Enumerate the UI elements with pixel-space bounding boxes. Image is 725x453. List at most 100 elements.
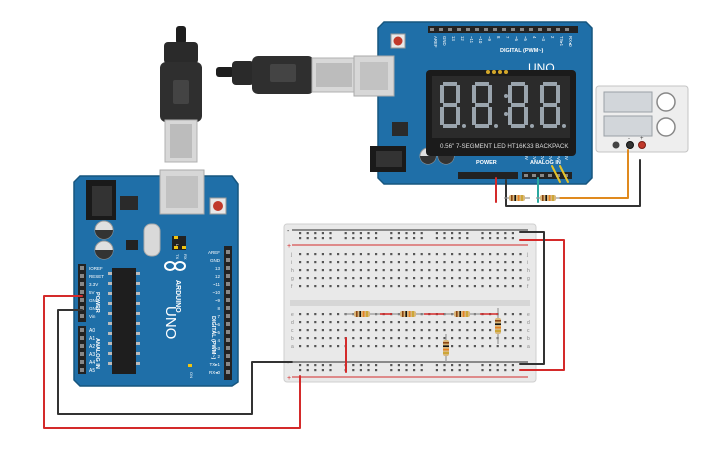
digital-pin-label-top: ~3 [541, 36, 546, 42]
analog-pin-hole-top[interactable] [548, 174, 552, 177]
analog-pin-hole[interactable] [80, 344, 84, 348]
analog-pin-hole-top[interactable] [524, 174, 528, 177]
digital-pin-hole-top[interactable] [538, 28, 542, 31]
display-digit [540, 82, 566, 128]
digital-pin-hole[interactable] [226, 370, 230, 374]
digital-pin-hole-top[interactable] [529, 28, 533, 31]
terminal-positive-label: + [640, 136, 644, 142]
digital-pin-hole-top[interactable] [565, 28, 569, 31]
voltage-knob[interactable] [656, 92, 676, 112]
digital-pin-hole[interactable] [226, 306, 230, 310]
digital-pin-label: ~3 [215, 346, 221, 351]
resistor-2[interactable] [392, 311, 424, 317]
wire-supply-positive[interactable] [559, 149, 629, 199]
analog-pin-hole[interactable] [80, 328, 84, 332]
analog-pin-label-top: A3 [548, 154, 553, 160]
analog-pin-label-top: A5 [564, 154, 569, 160]
row-letter: d [291, 320, 294, 326]
led-label: RX [183, 254, 188, 260]
power-pin-hole[interactable] [80, 266, 84, 270]
terminal-positive[interactable] [638, 141, 646, 149]
resistor-1[interactable] [344, 311, 380, 317]
usb-cable-horizontal[interactable] [216, 56, 357, 94]
digital-pin-hole-top[interactable] [502, 28, 506, 31]
wire-rail-red-right[interactable] [519, 239, 565, 371]
digital-pin-hole[interactable] [226, 330, 230, 334]
row-letter: h [527, 268, 530, 274]
analog-pin-hole-top[interactable] [540, 174, 544, 177]
analog-pin-hole[interactable] [80, 336, 84, 340]
wire-analog-yellow-2[interactable] [559, 165, 569, 183]
display-caption: 0.56" 7-SEGMENT LED HT16K33 BACKPACK [440, 143, 569, 150]
digital-pin-hole[interactable] [226, 346, 230, 350]
digital-pin-hole-top[interactable] [439, 28, 443, 31]
analog-pin-label: A2 [89, 344, 95, 350]
wire-5v-red[interactable] [43, 295, 301, 429]
row-letter: i [291, 260, 292, 266]
power-pin-hole[interactable] [80, 290, 84, 294]
current-knob[interactable] [656, 117, 676, 137]
analog-pin-hole[interactable] [80, 368, 84, 372]
digital-pin-hole[interactable] [226, 322, 230, 326]
power-pin-hole[interactable] [80, 274, 84, 278]
wire-gnd-black[interactable] [57, 309, 293, 415]
microcontroller-left [112, 268, 136, 374]
analog-pin-label-top: A1 [532, 154, 537, 160]
digital-pin-hole[interactable] [226, 274, 230, 278]
digital-pin-hole[interactable] [226, 338, 230, 342]
wire-analog-yellow-1[interactable] [551, 165, 561, 183]
analog-pin-hole-top[interactable] [532, 174, 536, 177]
digital-pin-hole-top[interactable] [457, 28, 461, 31]
digital-pin-hole-top[interactable] [430, 28, 434, 31]
digital-pin-hole[interactable] [226, 362, 230, 366]
row-letter: b [291, 336, 294, 342]
resistor-top-1[interactable] [504, 195, 530, 201]
digital-pin-hole-top[interactable] [493, 28, 497, 31]
digital-pin-hole-top[interactable] [556, 28, 560, 31]
digital-pin-hole-top[interactable] [475, 28, 479, 31]
dc-power-supply[interactable]: - + [595, 85, 689, 153]
analog-pin-label-top: A0 [524, 154, 529, 160]
row-letter: e [527, 312, 530, 318]
digital-pin-hole[interactable] [226, 354, 230, 358]
digital-pin-hole[interactable] [226, 290, 230, 294]
digital-pin-hole-top[interactable] [484, 28, 488, 31]
resistor-top-2[interactable] [536, 195, 560, 201]
wire-supply-negative[interactable] [505, 159, 641, 207]
power-pin-hole[interactable] [80, 298, 84, 302]
arduino-uno-left[interactable]: ARDUINO UNO POWER ANALOG IN DIGITAL (PWM… [73, 169, 239, 387]
digital-pin-hole-top[interactable] [547, 28, 551, 31]
row-letter: a [527, 344, 530, 350]
power-pin-hole[interactable] [80, 282, 84, 286]
row-letter: j [290, 252, 292, 258]
analog-pin-hole[interactable] [80, 360, 84, 364]
digital-pin-hole-top[interactable] [466, 28, 470, 31]
wire-rail-black-right[interactable] [519, 231, 545, 365]
seven-segment-display[interactable]: 0.56" 7-SEGMENT LED HT16K33 BACKPACK [426, 70, 576, 156]
usb-cable-vertical[interactable] [160, 26, 202, 163]
analog-pin-hole-top[interactable] [564, 174, 568, 177]
power-pin-hole[interactable] [80, 314, 84, 318]
analog-pin-hole[interactable] [80, 352, 84, 356]
row-letter: i [527, 260, 528, 266]
digital-pin-hole[interactable] [226, 298, 230, 302]
digital-pin-hole-top[interactable] [511, 28, 515, 31]
resistor-3[interactable] [444, 311, 480, 317]
digital-pin-hole[interactable] [226, 250, 230, 254]
digital-pin-hole-top[interactable] [520, 28, 524, 31]
digital-pin-hole-top[interactable] [448, 28, 452, 31]
resistor-4[interactable] [495, 308, 501, 344]
digital-pin-hole[interactable] [226, 258, 230, 262]
digital-pin-hole[interactable] [226, 314, 230, 318]
digital-pin-hole[interactable] [226, 266, 230, 270]
status-led [188, 364, 192, 367]
analog-pin-hole-top[interactable] [556, 174, 560, 177]
resistor-5[interactable] [443, 334, 449, 362]
terminal-negative[interactable] [626, 141, 634, 149]
display-colon [504, 94, 508, 98]
digital-pin-label: ~6 [215, 322, 221, 327]
power-pin-hole[interactable] [80, 306, 84, 310]
digital-pin-hole[interactable] [226, 282, 230, 286]
analog-pin-label: A0 [89, 328, 95, 334]
